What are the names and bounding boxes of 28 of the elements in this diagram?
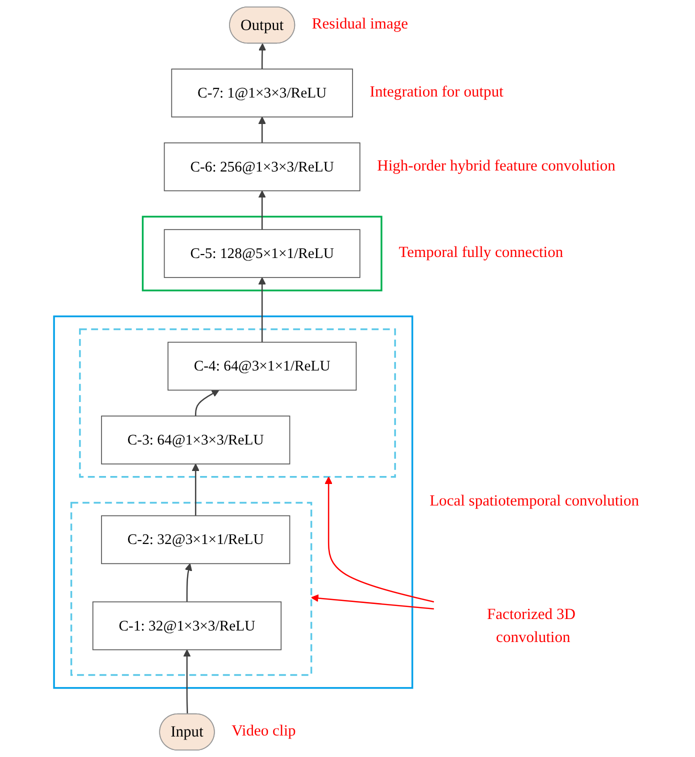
annotation-text: Integration for output — [370, 84, 504, 101]
arrow — [194, 390, 220, 416]
cluster — [142, 216, 382, 292]
node-box — [101, 515, 290, 564]
node-box — [92, 601, 282, 650]
arrow — [184, 563, 192, 602]
annotation-text: High-order hybrid feature convolution — [377, 157, 616, 174]
annotation-text: Local spatiotemporal convolution — [430, 492, 640, 510]
arrow — [258, 43, 266, 70]
node-box — [171, 68, 353, 118]
arrow — [324, 476, 434, 603]
annotation-text: Temporal fully connection — [398, 244, 564, 262]
cluster — [79, 328, 396, 478]
node-box — [168, 342, 357, 391]
arrow — [310, 594, 434, 610]
node-box — [164, 229, 360, 278]
cluster — [70, 502, 312, 676]
arrow — [258, 190, 266, 230]
node-box — [164, 142, 360, 192]
node-text: Factorized 3D convolution — [487, 605, 576, 646]
annotation-text: Residual image — [312, 16, 408, 33]
node-box — [101, 416, 290, 464]
arrow — [192, 464, 200, 516]
arrow — [258, 277, 266, 342]
arrow — [183, 649, 191, 714]
arrow — [258, 116, 266, 143]
annotation-text: Video clip — [232, 722, 296, 740]
cluster — [53, 315, 414, 689]
